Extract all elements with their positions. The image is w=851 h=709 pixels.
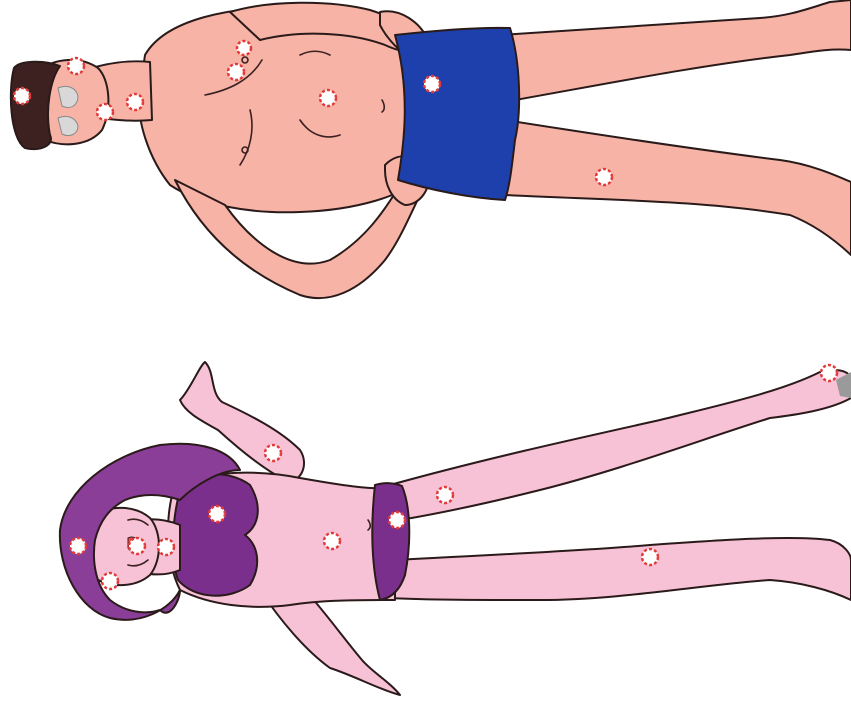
- marker-point[interactable]: [158, 539, 174, 555]
- marker-point[interactable]: [70, 538, 86, 554]
- male-swim-trunks: [395, 28, 519, 200]
- marker-point[interactable]: [596, 169, 612, 185]
- marker-point[interactable]: [821, 365, 837, 381]
- male-leg-upper: [500, 0, 851, 100]
- marker-point[interactable]: [642, 549, 658, 565]
- marker-point[interactable]: [127, 94, 143, 110]
- marker-point[interactable]: [324, 533, 340, 549]
- marker-point[interactable]: [228, 64, 244, 80]
- marker-point[interactable]: [389, 512, 405, 528]
- marker-point[interactable]: [265, 445, 281, 461]
- marker-point[interactable]: [97, 104, 113, 120]
- female-leg-lower: [390, 538, 851, 600]
- marker-point[interactable]: [14, 88, 30, 104]
- marker-point[interactable]: [237, 41, 251, 55]
- marker-point[interactable]: [209, 506, 225, 522]
- female-figure: [60, 362, 851, 695]
- marker-point[interactable]: [320, 90, 336, 106]
- marker-point[interactable]: [437, 487, 453, 503]
- male-figure: [11, 0, 851, 298]
- male-leg-lower: [505, 120, 851, 255]
- marker-point[interactable]: [102, 573, 118, 589]
- marker-point[interactable]: [129, 538, 145, 554]
- female-leg-upper: [390, 370, 851, 520]
- marker-point[interactable]: [68, 58, 84, 74]
- marker-point[interactable]: [424, 76, 440, 92]
